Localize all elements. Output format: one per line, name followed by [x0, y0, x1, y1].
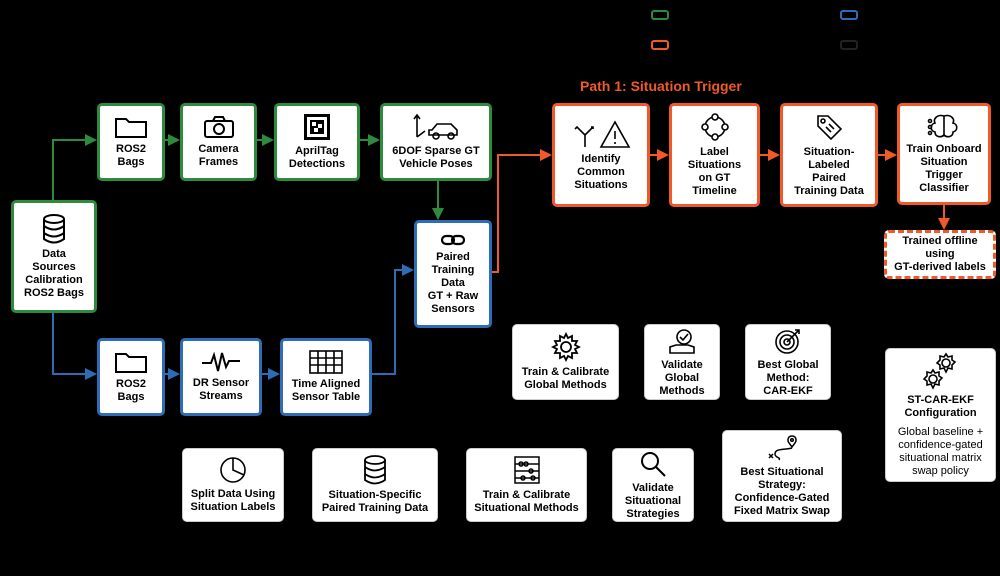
trained-offline-label: Trained offline using GT-derived labels [894, 235, 986, 273]
best-situational-label: Best Situational Strategy: Confidence-Ga… [734, 466, 830, 517]
train-situational-label: Train & Calibrate Situational Methods [474, 489, 579, 514]
brain-icon [927, 114, 958, 138]
split-data-box[interactable]: Split Data Using Situation Labels [182, 448, 284, 522]
data-sources-label: Data Sources Calibration ROS2 Bags [24, 247, 84, 299]
st-car-ekf-box[interactable]: ST-CAR-EKF Configuration Global baseline… [885, 348, 996, 482]
dr-sensor-label: DR Sensor Streams [192, 377, 250, 402]
link-icon [440, 234, 466, 245]
train-global-label: Train & Calibrate Global Methods [521, 366, 610, 391]
gears-icon [922, 352, 956, 390]
gear-icon [550, 332, 581, 362]
validate-situational-label: Validate Situational Strategies [624, 481, 682, 520]
train-global-box[interactable]: Train & Calibrate Global Methods [512, 324, 619, 400]
validate-global-label: Validate Global Methods [659, 358, 705, 397]
situation-specific-box[interactable]: Situation-Specific Paired Training Data [312, 448, 438, 522]
train-classifier-box[interactable]: Train Onboard Situation Trigger Classifi… [897, 103, 991, 205]
legend-swatch-green [651, 10, 669, 20]
legend-swatch-orange [651, 40, 669, 50]
gt-poses-box[interactable]: 6DOF Sparse GT Vehicle Poses [380, 103, 492, 181]
situation-labeled-label: Situation- Labeled Paired Training Data [794, 146, 864, 197]
pie-icon [220, 457, 246, 483]
validate-global-box[interactable]: Validate Global Methods [644, 324, 720, 400]
paired-training-label: Paired Training Data GT + Raw Sensors [427, 250, 479, 315]
legend-swatch-blue [840, 10, 858, 20]
split-data-label: Split Data Using Situation Labels [190, 488, 276, 513]
camera-frames-box[interactable]: Camera Frames [180, 103, 257, 181]
ros2-bags-top-box[interactable]: ROS2 Bags [97, 103, 165, 181]
ros2-bags-top-label: ROS2 Bags [116, 143, 146, 168]
magnifier-icon [641, 451, 666, 477]
label-situations-label: Label Situations on GT Timeline [687, 146, 742, 197]
cycle-icon [700, 113, 729, 141]
target-icon [775, 328, 800, 354]
ros2-bags-bottom-box[interactable]: ROS2 Bags [97, 338, 165, 416]
database-icon [43, 213, 65, 243]
apriltag-label: AprilTag Detections [288, 145, 346, 170]
train-situational-box[interactable]: Train & Calibrate Situational Methods [466, 448, 587, 522]
check-badge-icon [669, 328, 695, 354]
situation-specific-label: Situation-Specific Paired Training Data [321, 489, 429, 514]
situation-labeled-box[interactable]: Situation- Labeled Paired Training Data [780, 103, 878, 207]
paired-training-box[interactable]: Paired Training Data GT + Raw Sensors [414, 220, 492, 328]
best-situational-box[interactable]: Best Situational Strategy: Confidence-Ga… [722, 430, 842, 522]
camera-frames-label: Camera Frames [198, 143, 239, 168]
validate-situational-box[interactable]: Validate Situational Strategies [612, 448, 694, 522]
dr-sensor-box[interactable]: DR Sensor Streams [180, 338, 262, 416]
folder-icon [115, 353, 147, 373]
apriltag-box[interactable]: AprilTag Detections [274, 103, 360, 181]
trained-offline-note: Trained offline using GT-derived labels [884, 230, 996, 279]
camera-icon [203, 116, 234, 138]
best-global-box[interactable]: Best Global Method: CAR-EKF [745, 324, 831, 400]
best-global-label: Best Global Method: CAR-EKF [757, 358, 819, 397]
fork-warning-icon [574, 119, 631, 148]
path-title: Path 1: Situation Trigger [580, 78, 742, 94]
train-classifier-label: Train Onboard Situation Trigger Classifi… [906, 143, 982, 194]
waveform-icon [202, 351, 240, 372]
ros2-bags-bottom-label: ROS2 Bags [116, 378, 146, 403]
folder-icon [115, 118, 147, 138]
st-car-ekf-description: Global baseline + confidence-gated situa… [897, 426, 984, 477]
tag-icon [817, 115, 843, 141]
identify-situations-label: Identify Common Situations [574, 152, 628, 191]
route-icon [768, 435, 797, 461]
time-aligned-label: Time Aligned Sensor Table [291, 378, 361, 403]
abacus-icon [513, 456, 540, 484]
st-car-ekf-title: ST-CAR-EKF Configuration [904, 394, 977, 419]
table-icon [309, 350, 343, 374]
time-aligned-box[interactable]: Time Aligned Sensor Table [280, 338, 372, 416]
gt-poses-label: 6DOF Sparse GT Vehicle Poses [392, 145, 480, 170]
legend-swatch-black [840, 40, 858, 50]
label-situations-box[interactable]: Label Situations on GT Timeline [669, 103, 760, 207]
database-icon [364, 455, 386, 485]
apriltag-icon [304, 114, 330, 140]
identify-situations-box[interactable]: Identify Common Situations [552, 103, 650, 207]
car-axes-icon [413, 113, 458, 140]
data-sources-box[interactable]: Data Sources Calibration ROS2 Bags [11, 200, 97, 313]
